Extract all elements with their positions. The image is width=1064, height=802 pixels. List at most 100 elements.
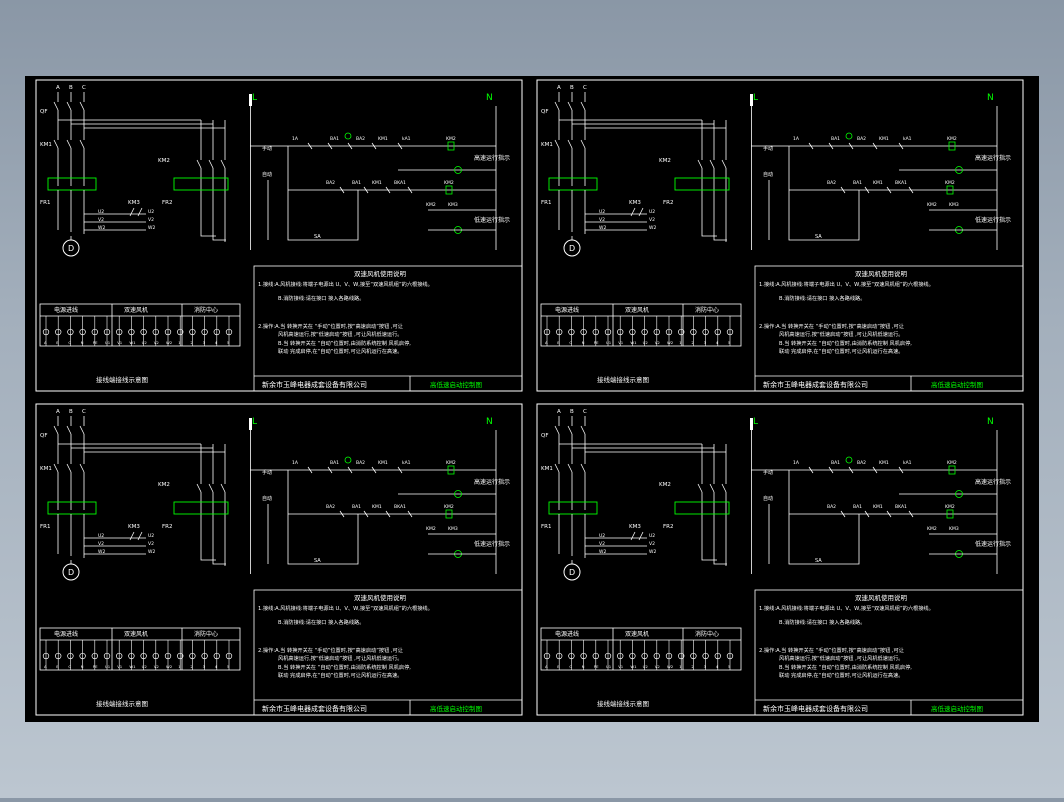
wire xyxy=(79,101,85,111)
terminal-post xyxy=(213,328,220,336)
terminal-post xyxy=(164,328,172,336)
note-line: 联动 完成启停,在“自动”位置时,可让风机运行在高速。 xyxy=(278,347,402,355)
terminal-label: W2 xyxy=(667,664,674,669)
contactor-label: KM2 xyxy=(158,482,170,488)
wire xyxy=(709,483,715,493)
terminal-post xyxy=(592,652,599,660)
wire xyxy=(554,139,560,149)
wire xyxy=(53,463,59,473)
label: KM2 xyxy=(945,504,955,510)
terminal-label: W2 xyxy=(667,340,674,345)
coil-km3 xyxy=(946,509,954,519)
label: W2 xyxy=(649,225,656,231)
wire xyxy=(220,483,226,493)
wire xyxy=(808,142,814,150)
label: kA1 xyxy=(402,136,411,142)
note-line: B.当 转换开关在 “自动”位置时,由消防系统控制 风机启停, xyxy=(278,339,411,347)
phase-label: A xyxy=(557,409,561,415)
wire xyxy=(66,101,72,111)
note-line: B.消防接线:请在接口 接入各路线路。 xyxy=(278,294,364,302)
terminal-post xyxy=(641,328,648,336)
terminal-label: N xyxy=(582,340,585,345)
wire xyxy=(908,186,914,194)
terminal-post xyxy=(225,328,233,336)
wire xyxy=(363,186,369,194)
contactor-label: KM2 xyxy=(659,482,671,488)
terminal-post xyxy=(556,652,563,660)
terminal-post xyxy=(604,652,612,660)
wire xyxy=(567,101,573,111)
terminal-group: 消防中心 xyxy=(695,306,719,314)
wire xyxy=(196,483,202,493)
terminal-post xyxy=(702,652,709,660)
wire xyxy=(721,159,727,169)
fuse xyxy=(249,418,252,430)
rail-l: L xyxy=(753,93,758,103)
note-line: B.消防接线:请在接口 接入各路线路。 xyxy=(779,294,865,302)
wire xyxy=(864,510,870,518)
wire xyxy=(808,466,814,474)
terminal-label: 3 xyxy=(704,340,707,345)
thermal-relay-fr2 xyxy=(173,501,229,515)
thermal-relay-fr1 xyxy=(47,501,97,515)
terminal-label: A xyxy=(545,340,548,345)
drawing-title: 高低速启动控制图 xyxy=(931,380,983,389)
label: kA1 xyxy=(903,136,912,142)
terminal-label: U2 xyxy=(142,340,148,345)
label: W2 xyxy=(98,225,105,231)
label: BA2 xyxy=(827,180,836,186)
terminal-label: 5 xyxy=(227,664,230,669)
notes-title: 双速风机使用说明 xyxy=(354,269,407,278)
rail-l: L xyxy=(753,417,758,427)
notes-title: 双速风机使用说明 xyxy=(855,593,908,602)
label: kA1 xyxy=(402,460,411,466)
terminal-post xyxy=(714,652,721,660)
terminal-group: 双速风机 xyxy=(625,306,649,314)
terminal-post xyxy=(177,328,184,336)
label: BA2 xyxy=(326,180,335,186)
note-line: 2.操作:A.当 转换开关在 “手动”位置时,按“高速启动”按钮 ,可让 xyxy=(258,646,403,654)
terminal-strip xyxy=(540,303,742,347)
mode-auto: 自动 xyxy=(763,171,773,178)
lamp-high xyxy=(454,490,462,498)
wire xyxy=(407,510,413,518)
wire xyxy=(840,186,846,194)
thermal-relay-fr2 xyxy=(674,177,730,191)
mode-auto: 自动 xyxy=(262,171,272,178)
terminal-label: V1 xyxy=(117,340,123,345)
contactor-label: KM3 xyxy=(629,200,641,206)
terminal-label: W1 xyxy=(630,340,637,345)
wire xyxy=(287,146,359,241)
terminal-post xyxy=(55,328,62,336)
rail-l: L xyxy=(252,93,257,103)
terminal-label: 2 xyxy=(190,340,193,345)
phase-label: A xyxy=(56,409,60,415)
label: KM3 xyxy=(949,202,959,208)
label: BA1 xyxy=(853,180,862,186)
label: 1A xyxy=(292,136,299,142)
motor-label: D xyxy=(569,568,575,577)
wire xyxy=(339,510,345,518)
lamp-high-label: 高速运行指示 xyxy=(474,478,510,486)
terminal-label: C xyxy=(569,664,572,669)
lamp-high xyxy=(955,490,963,498)
coil-km3 xyxy=(946,185,954,195)
terminal-post xyxy=(213,652,220,660)
wire xyxy=(567,139,573,149)
label: BA1 xyxy=(330,460,339,466)
terminal-label: 1 xyxy=(679,340,682,345)
wire xyxy=(53,425,59,435)
terminal-post xyxy=(55,652,62,660)
label: 1A xyxy=(292,460,299,466)
coil-km3 xyxy=(445,509,453,519)
terminal-post xyxy=(116,328,123,336)
motor-label: D xyxy=(569,244,575,253)
label: KM2 xyxy=(446,460,456,466)
thermal-relay-fr2 xyxy=(674,501,730,515)
label: KM3 xyxy=(448,202,458,208)
terminal-label: 2 xyxy=(190,664,193,669)
terminal-post xyxy=(665,652,673,660)
